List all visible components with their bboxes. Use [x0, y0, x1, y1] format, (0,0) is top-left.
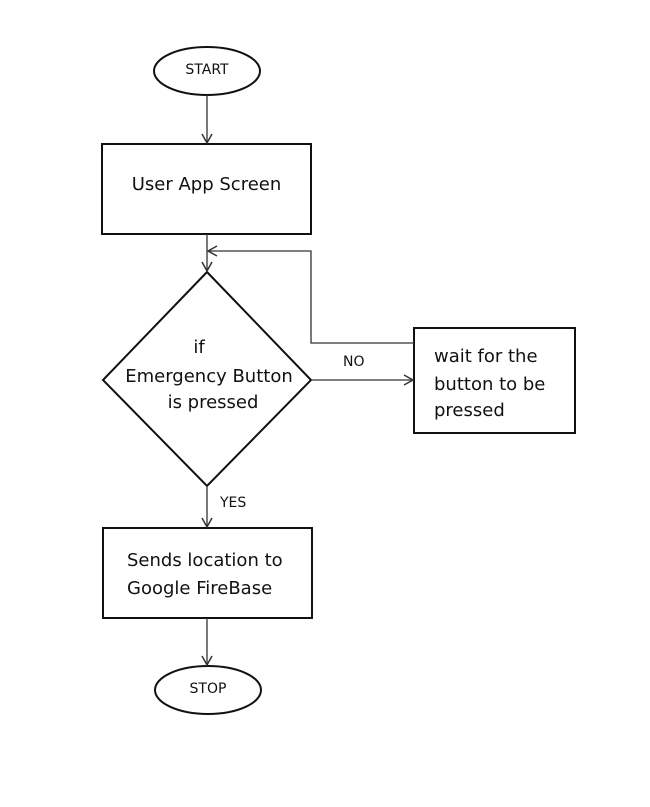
stop-label: STOP — [189, 681, 227, 697]
start-label: START — [185, 62, 229, 78]
arrow-wait-loop-back — [206, 245, 414, 344]
decision-label-line-3: is pressed — [167, 392, 259, 413]
decision-label-line-2: Emergency Button — [125, 366, 293, 387]
wait-label-line-3: pressed — [434, 400, 505, 421]
user-app-screen-label: User App Screen — [131, 174, 282, 195]
sends-location-box — [102, 527, 313, 619]
decision-label-line-1: if — [193, 337, 205, 358]
sends-label-line-1: Sends location to — [127, 550, 283, 571]
edge-label-yes: YES — [220, 495, 247, 511]
sends-label-line-2: Google FireBase — [127, 578, 273, 599]
wait-label-line-2: button to be — [434, 374, 546, 395]
wait-label-line-1: wait for the — [434, 346, 538, 367]
edge-label-no: NO — [343, 354, 365, 370]
